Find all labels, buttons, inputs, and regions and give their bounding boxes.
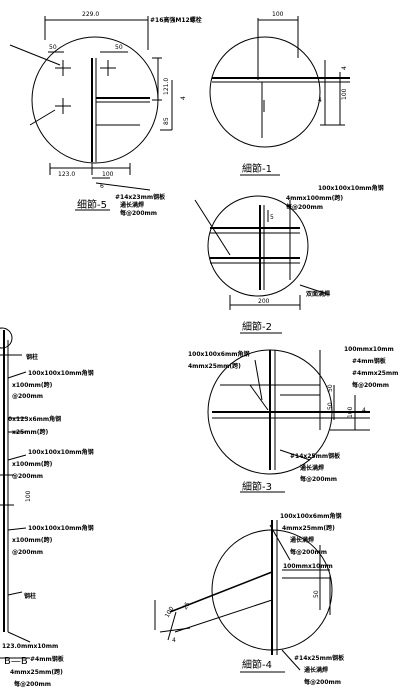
d3-dim-100: 100 bbox=[347, 406, 354, 418]
d1-dim-100-top: 100 bbox=[272, 11, 284, 18]
bb-note-a1: 100x100x10mm角钢 bbox=[28, 369, 94, 377]
d1-dim-4-small: 4 bbox=[318, 97, 322, 104]
d5-dim-6: 6 bbox=[100, 183, 104, 190]
bb-note-e1: 123.0mmx10mm bbox=[2, 643, 58, 650]
d4-dim-4: 4 bbox=[172, 637, 176, 644]
d4-dim-25: 25 bbox=[182, 601, 192, 611]
d3-title: 細節-3 bbox=[242, 480, 272, 493]
detail-2 bbox=[194, 195, 331, 334]
detail-5-circle bbox=[31, 36, 159, 164]
d3-dim-50-a: 50 bbox=[327, 384, 334, 392]
d5-dim-1210: 121.0 bbox=[163, 78, 170, 95]
d5-note-plate-2: 通长满焊 bbox=[120, 201, 144, 209]
bb-label-bottom: 钢柱 bbox=[24, 592, 36, 600]
d1-dim-4-right: 4 bbox=[341, 66, 348, 70]
d1-title: 細節-1 bbox=[242, 162, 272, 175]
d2-note-bottom-right: 双面满焊 bbox=[306, 290, 330, 298]
bb-note-d1: 100x100x10mm角钢 bbox=[28, 524, 94, 532]
d4-note-angle-4: 每@200mm bbox=[289, 548, 327, 556]
d5-note-plate-3: 每@200mm bbox=[119, 209, 157, 217]
d4-note-angle-3: 通长满焊 bbox=[290, 536, 314, 544]
d2-note-angle-2: 4mmx100mm(跨) bbox=[286, 194, 343, 202]
d5-note-bolt: #16高强M12螺栓 bbox=[150, 16, 202, 24]
d5-dim-100: 100 bbox=[102, 171, 114, 178]
d5-dim-1230: 123.0 bbox=[58, 171, 75, 178]
d3-note-right-3: #4mmx25mm bbox=[352, 370, 398, 377]
d3-note-angle-1: 100x100x6mm角钢 bbox=[188, 350, 249, 358]
d4-dim-100: 100 bbox=[164, 605, 176, 619]
d3-note-bottom-3: 每@200mm bbox=[299, 475, 337, 483]
detail-3 bbox=[207, 349, 370, 493]
d5-note-plate-1: #14x23mm钢板 bbox=[115, 193, 166, 201]
d5-dim-50-left: 50 bbox=[49, 44, 57, 51]
d3-note-right-2: #4mm钢板 bbox=[352, 357, 387, 365]
d4-note-angle-2: 4mmx25mm(跨) bbox=[282, 524, 335, 532]
d4-note-angle-1: 100x100x6mm角钢 bbox=[280, 512, 341, 520]
d4-note-bottom-2: 通长满焊 bbox=[304, 666, 328, 674]
section-bb-marker bbox=[0, 327, 13, 349]
d4-dim-50: 50 bbox=[313, 590, 320, 598]
d2-note-angle-3: 每@200mm bbox=[285, 203, 323, 211]
d3-note-bottom-2: 通长满焊 bbox=[300, 464, 324, 472]
detail-5 bbox=[9, 16, 173, 211]
bb-note-a3: @200mm bbox=[12, 393, 43, 400]
d4-note-bottom-1: #14x25mm钢板 bbox=[294, 654, 345, 662]
bb-note-a2: x100mm(跨) bbox=[12, 381, 53, 389]
d2-note-angle-1: 100x100x10mm角钢 bbox=[318, 184, 384, 192]
d3-dim-50-b: 50 bbox=[327, 402, 334, 410]
d2-title: 細節-2 bbox=[242, 320, 272, 333]
bb-note-c3: @200mm bbox=[12, 473, 43, 480]
d3-dim-4: 4 bbox=[362, 407, 366, 414]
d5-dim-4: 4 bbox=[180, 96, 187, 100]
d2-dim-200: 200 bbox=[258, 298, 270, 305]
d5-title: 细節-5 bbox=[77, 198, 107, 211]
detail-4 bbox=[154, 520, 333, 673]
bb-note-e3: 4mmx25mm(跨) bbox=[10, 668, 63, 676]
bb-note-b2: x25mm(跨) bbox=[12, 428, 48, 436]
d4-title: 細節-4 bbox=[242, 658, 272, 671]
bb-note-b1: 0x123x6mm角钢 bbox=[8, 415, 61, 423]
bb-dim-mid: 100 bbox=[25, 490, 32, 502]
d4-note-bottom-3: 每@200mm bbox=[303, 678, 341, 686]
d5-dim-85: 85 bbox=[163, 117, 170, 125]
d3-note-angle-2: 4mmx25mm(跨) bbox=[188, 362, 241, 370]
d5-dim-top: 229.0 bbox=[82, 11, 99, 18]
bb-note-e2: #4mm钢板 bbox=[30, 655, 65, 663]
detail-2-circle bbox=[207, 195, 309, 297]
bb-note-d3: @200mm bbox=[12, 549, 43, 556]
bb-title: B—B bbox=[4, 656, 28, 667]
d2-dim-5: 5 bbox=[270, 214, 274, 221]
d4-note-mid: 100mmx10mm bbox=[283, 563, 333, 570]
bb-label-top: 钢柱 bbox=[26, 353, 38, 361]
d3-note-right-4: 每@200mm bbox=[351, 381, 389, 389]
d3-note-right-1: 100mmx10mm bbox=[344, 346, 394, 353]
detail-1-circle bbox=[209, 36, 321, 148]
section-bb bbox=[0, 327, 31, 659]
bb-note-d2: x100mm(跨) bbox=[12, 536, 53, 544]
bb-note-c1: 100x100x10mm角钢 bbox=[28, 448, 94, 456]
d5-dim-50-right: 50 bbox=[115, 44, 123, 51]
detail-1 bbox=[209, 16, 350, 176]
bb-note-c2: x100mm(跨) bbox=[12, 460, 53, 468]
d1-dim-100-right: 100 bbox=[341, 88, 348, 100]
d3-note-bottom-1: #14x25mm钢板 bbox=[290, 452, 341, 460]
bb-note-e4: 每@200mm bbox=[13, 680, 51, 688]
